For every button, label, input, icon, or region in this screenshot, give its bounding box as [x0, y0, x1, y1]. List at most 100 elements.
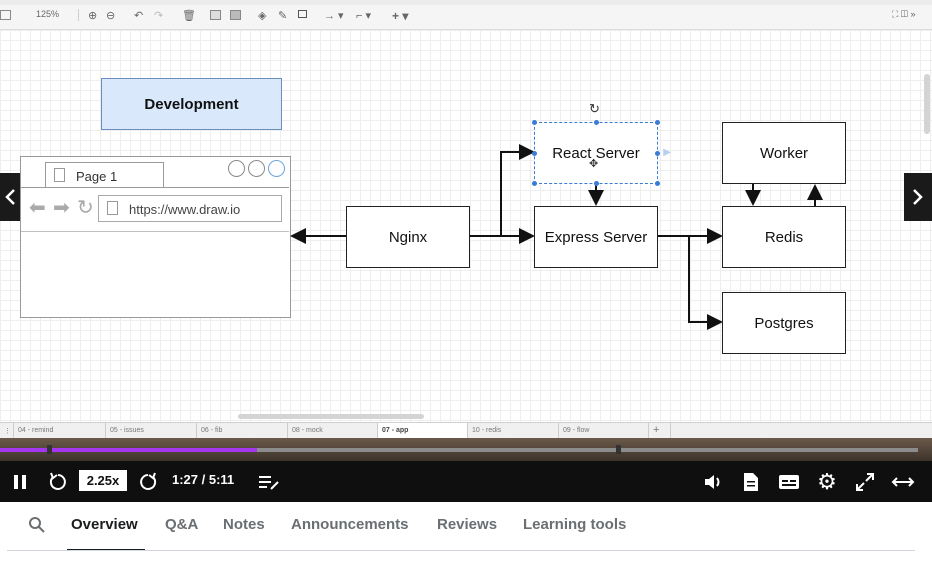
- rewind-icon: [49, 472, 66, 490]
- tab-notes[interactable]: Notes: [223, 516, 265, 533]
- development-box[interactable]: Development: [101, 78, 282, 130]
- page-icon: [54, 168, 65, 182]
- sheet-tab[interactable]: 06 - fib: [197, 423, 288, 439]
- tab-announcements[interactable]: Announcements: [291, 516, 409, 533]
- volume-button[interactable]: [701, 461, 725, 502]
- forward-button[interactable]: [136, 461, 160, 502]
- drawio-canvas[interactable]: Development Page 1 ⬅ ➡ ↻ https://www.dra…: [0, 30, 932, 422]
- react-server-node[interactable]: React Server ↻ ✥ ▶: [532, 101, 671, 186]
- time-display: 1:27 / 5:11: [172, 472, 235, 487]
- fill-color-icon: ◈: [258, 10, 267, 22]
- forward-arrow-icon: ➡: [53, 197, 70, 219]
- sheet-tab[interactable]: 04 - remind: [14, 423, 106, 439]
- transcript-icon: [744, 472, 758, 491]
- fullscreen-button[interactable]: [853, 461, 877, 502]
- worker-node[interactable]: Worker: [722, 122, 846, 184]
- course-tabs: [0, 502, 932, 580]
- page-icon: [107, 201, 118, 215]
- chevron-right-icon: [913, 189, 923, 205]
- tab-learning-tools[interactable]: Learning tools: [523, 516, 627, 533]
- captions-icon: [779, 474, 799, 489]
- add-sheet-icon[interactable]: +: [649, 423, 671, 439]
- playlist-add-icon: [259, 475, 279, 490]
- format-panel-icon: [0, 10, 11, 20]
- back-arrow-icon: ⬅: [29, 197, 46, 219]
- video-player[interactable]: 125% ⊕ ⊖ ↶ ↷ 🗑 ◈ ✎ → ▾ ⌐ ▾ + ▾ ⛶ ◫ » Dev…: [0, 0, 932, 502]
- zoom-level: 125%: [36, 9, 60, 19]
- resize-handle[interactable]: [532, 151, 537, 156]
- add-note-button[interactable]: [256, 461, 282, 502]
- tabs-divider: [7, 550, 915, 551]
- postgres-node[interactable]: Postgres: [722, 292, 846, 354]
- postgres-label: Postgres: [754, 314, 814, 332]
- browser-tab: Page 1: [45, 162, 164, 188]
- line-color-icon: ✎: [278, 10, 288, 22]
- previous-lecture-button[interactable]: [0, 173, 20, 221]
- fullscreen-icon: [856, 472, 874, 491]
- zoom-in-icon: ⊕: [88, 10, 98, 22]
- browser-url-bar: https://www.draw.io: [98, 195, 282, 222]
- redis-node[interactable]: Redis: [722, 206, 846, 268]
- sheet-tab[interactable]: 08 - mock: [288, 423, 378, 439]
- progress-track[interactable]: [0, 448, 918, 452]
- expand-button[interactable]: [890, 461, 916, 502]
- toolbar-separator: [78, 9, 79, 21]
- rotate-handle-icon[interactable]: ↻: [589, 101, 600, 116]
- insert-icon: + ▾: [392, 9, 409, 23]
- resize-handle[interactable]: [655, 120, 660, 125]
- undo-icon: ↶: [134, 10, 144, 22]
- tab-reviews[interactable]: Reviews: [437, 516, 498, 533]
- captions-button[interactable]: [777, 461, 801, 502]
- nginx-node[interactable]: Nginx: [346, 206, 470, 268]
- settings-button[interactable]: ⚙: [815, 461, 839, 502]
- pause-icon: [14, 474, 26, 489]
- search-button[interactable]: [28, 516, 46, 539]
- sheet-menu-icon[interactable]: ⋮: [0, 423, 14, 439]
- move-cursor-icon: ✥: [589, 158, 599, 170]
- drawio-menubar: [0, 0, 932, 5]
- sheet-tab[interactable]: 09 - flow: [559, 423, 649, 439]
- window-circle-icon: [248, 160, 265, 177]
- horizontal-scrollbar[interactable]: [238, 414, 424, 419]
- vertical-scrollbar[interactable]: [924, 74, 930, 134]
- transcript-button[interactable]: [739, 461, 763, 502]
- resize-handle[interactable]: [532, 181, 537, 186]
- progress-fill: [0, 448, 258, 452]
- resize-handle[interactable]: [655, 181, 660, 186]
- resize-handle[interactable]: [655, 151, 660, 156]
- react-server-label: React Server: [552, 144, 640, 162]
- waypoints-icon: ⌐ ▾: [356, 10, 372, 22]
- express-server-node[interactable]: Express Server: [534, 206, 658, 268]
- to-front-icon: [210, 10, 221, 20]
- playback-speed-button[interactable]: 2.25x: [79, 470, 127, 491]
- tab-divider: [21, 187, 289, 188]
- connectors: [290, 144, 823, 330]
- gear-icon: ⚙: [817, 468, 837, 494]
- browser-mockup[interactable]: Page 1 ⬅ ➡ ↻ https://www.draw.io: [20, 156, 291, 318]
- sheet-tab[interactable]: 10 - redis: [468, 423, 559, 439]
- browser-tab-label: Page 1: [76, 169, 118, 184]
- express-server-label: Express Server: [544, 228, 648, 246]
- to-back-icon: [230, 10, 241, 20]
- browser-url-text: https://www.draw.io: [129, 202, 241, 217]
- next-lecture-button[interactable]: [904, 173, 932, 221]
- reload-icon: ↻: [77, 197, 94, 219]
- sheet-tab[interactable]: 05 - issues: [106, 423, 197, 439]
- worker-label: Worker: [759, 144, 809, 162]
- pause-button[interactable]: [8, 461, 32, 502]
- progress-marker: [616, 445, 621, 454]
- rewind-button[interactable]: [46, 461, 70, 502]
- tab-overview[interactable]: Overview: [71, 516, 138, 533]
- resize-handle[interactable]: [594, 120, 599, 125]
- sheet-tabs-bar: ⋮ 04 - remind 05 - issues 06 - fib 08 - …: [0, 422, 932, 439]
- expand-icon: [891, 476, 915, 487]
- resize-handle[interactable]: [532, 120, 537, 125]
- shadow-icon: [298, 10, 307, 18]
- development-label: Development: [144, 95, 239, 113]
- connect-arrow-icon[interactable]: ▶: [663, 147, 671, 158]
- fullscreen-icon: ⛶ ◫ »: [892, 9, 916, 19]
- resize-handle[interactable]: [594, 181, 599, 186]
- sheet-tab-active[interactable]: 07 - app: [378, 423, 468, 439]
- redo-icon: ↷: [154, 10, 164, 22]
- tab-qa[interactable]: Q&A: [165, 516, 199, 533]
